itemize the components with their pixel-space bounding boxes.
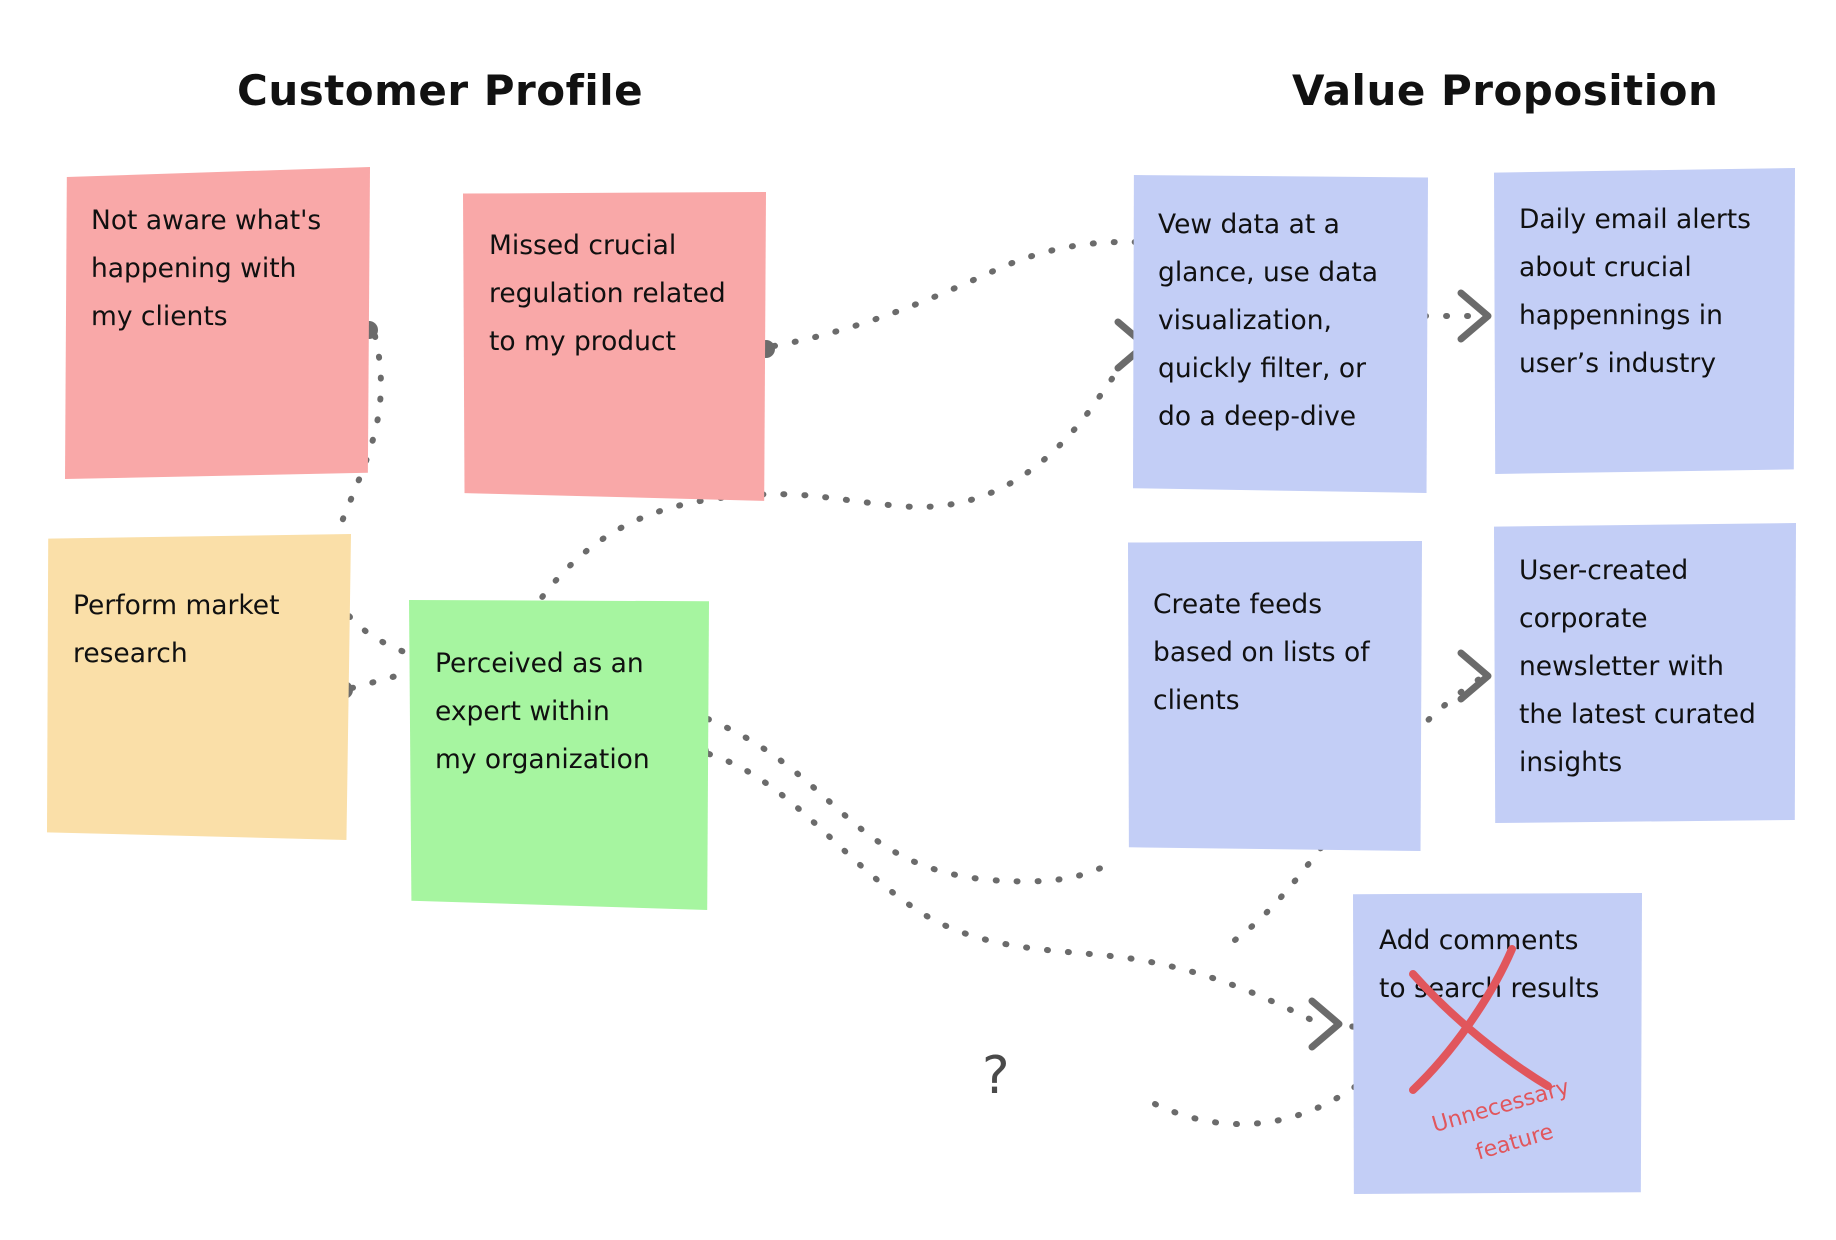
sticky-note-user-created-newsletter-text: User-created corporate newsletter with t… (1519, 555, 1756, 778)
sticky-note-not-aware-text: Not aware what's happening with my clien… (91, 205, 322, 332)
sticky-note-create-feeds[interactable]: Create feeds based on lists of clients (1128, 541, 1422, 851)
connector-view-data-to-daily-email-alerts (1422, 289, 1492, 343)
sticky-note-create-feeds-text: Create feeds based on lists of clients (1153, 589, 1370, 716)
sticky-note-user-created-newsletter[interactable]: User-created corporate newsletter with t… (1494, 523, 1796, 823)
sticky-note-add-comments-text: Add comments to search results (1379, 925, 1600, 1004)
sticky-note-perceived-expert-text: Perceived as an expert within my organiz… (435, 648, 650, 775)
annotation-unnecessary-line1: Unnecessary (1429, 1075, 1572, 1138)
sticky-note-missed-regulation-text: Missed crucial regulation related to my … (489, 230, 726, 357)
sticky-note-add-comments[interactable]: Add comments to search results (1353, 893, 1642, 1194)
sticky-note-missed-regulation[interactable]: Missed crucial regulation related to my … (463, 192, 766, 501)
question-mark-annotation: ? (982, 1046, 1010, 1106)
sticky-note-not-aware[interactable]: Not aware what's happening with my clien… (65, 167, 370, 479)
sticky-note-view-data[interactable]: Vew data at a glance, use data visualiza… (1133, 175, 1428, 493)
sticky-note-perform-market-research-text: Perform market research (73, 590, 280, 669)
sticky-note-view-data-text: Vew data at a glance, use data visualiza… (1158, 209, 1378, 432)
connector-missed-regulation-to-view-data (757, 238, 1158, 358)
heading-customer-profile: Customer Profile (237, 66, 644, 115)
sticky-note-daily-email-alerts-text: Daily email alerts about crucial happenn… (1519, 204, 1751, 379)
sticky-note-daily-email-alerts[interactable]: Daily email alerts about crucial happenn… (1494, 168, 1795, 474)
sticky-note-perceived-expert[interactable]: Perceived as an expert within my organiz… (409, 600, 709, 910)
heading-value-proposition: Value Proposition (1292, 66, 1719, 115)
sticky-note-perform-market-research[interactable]: Perform market research (47, 534, 351, 840)
annotation-unnecessary-line2: feature (1473, 1120, 1556, 1166)
